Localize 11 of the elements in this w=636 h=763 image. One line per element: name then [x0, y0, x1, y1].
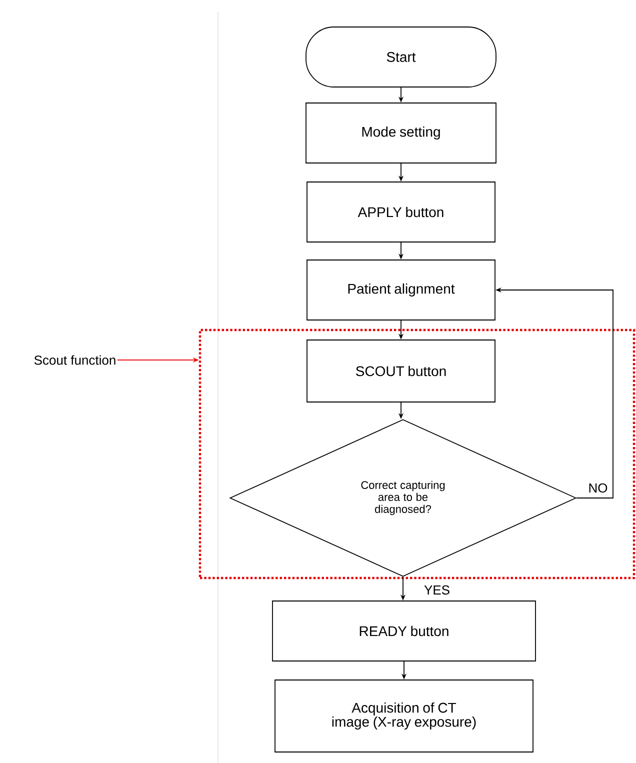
dotted-region	[198, 328, 636, 580]
edge-label: NO	[587, 482, 609, 494]
region-label: Scout function	[34, 355, 116, 365]
process-box: READY button	[272, 600, 536, 662]
process-box: Mode setting	[306, 102, 496, 164]
start-terminal: Start	[306, 26, 496, 88]
process-box: Acquisition of CT image (X-ray exposure)	[274, 680, 534, 752]
edge-label: YES	[423, 584, 451, 596]
process-box: SCOUT button	[306, 340, 496, 402]
process-box: APPLY button	[306, 182, 496, 242]
process-box: Patient alignment	[306, 260, 496, 320]
